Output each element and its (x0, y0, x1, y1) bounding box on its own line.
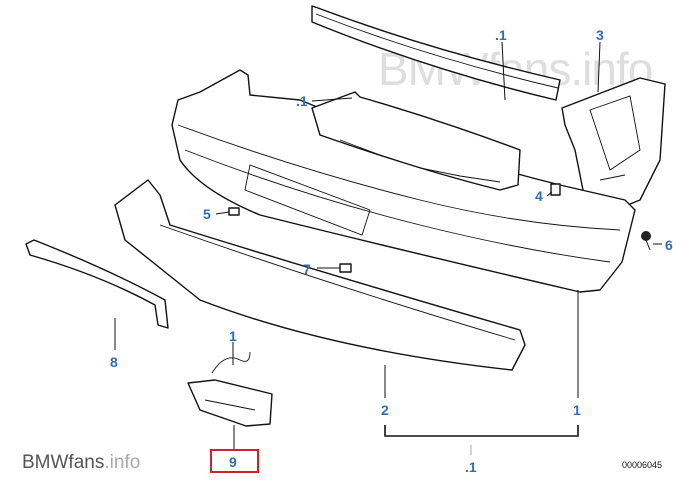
logo-suffix: .info (104, 452, 141, 473)
clip-4[interactable] (550, 183, 561, 196)
label-fog-cover-9[interactable]: 9 (229, 454, 237, 470)
logo-main: BMWfans (22, 452, 105, 473)
label-top-strip: .1 (495, 27, 507, 43)
screw-6[interactable] (641, 231, 651, 241)
clip-5[interactable] (228, 207, 240, 216)
wiring-harness (211, 351, 251, 374)
diagram-code: 00006045 (622, 460, 663, 470)
label-center-panel: .1 (296, 93, 308, 109)
label-clip-5: 5 (203, 206, 211, 222)
label-screw-6: 6 (665, 237, 673, 253)
label-spoiler-2: 2 (381, 402, 389, 418)
clip-7[interactable] (339, 263, 352, 273)
label-wire-1: 1 (229, 328, 237, 344)
site-logo: BMWfans.info (22, 452, 140, 474)
top-reinforcement-strip[interactable] (311, 5, 561, 101)
label-clip-7: 7 (303, 261, 311, 277)
side-trim-strip[interactable] (25, 239, 169, 329)
label-clip-4: 4 (535, 188, 543, 204)
label-side-strip-8: 8 (110, 354, 118, 370)
lower-spoiler[interactable] (114, 179, 526, 371)
label-bracket-right: 3 (596, 27, 604, 43)
label-bumper-1: 1 (573, 402, 581, 418)
label-assembly-1: .1 (465, 459, 477, 475)
fog-light-cover[interactable] (187, 379, 273, 427)
highlight-box-9 (210, 449, 259, 473)
